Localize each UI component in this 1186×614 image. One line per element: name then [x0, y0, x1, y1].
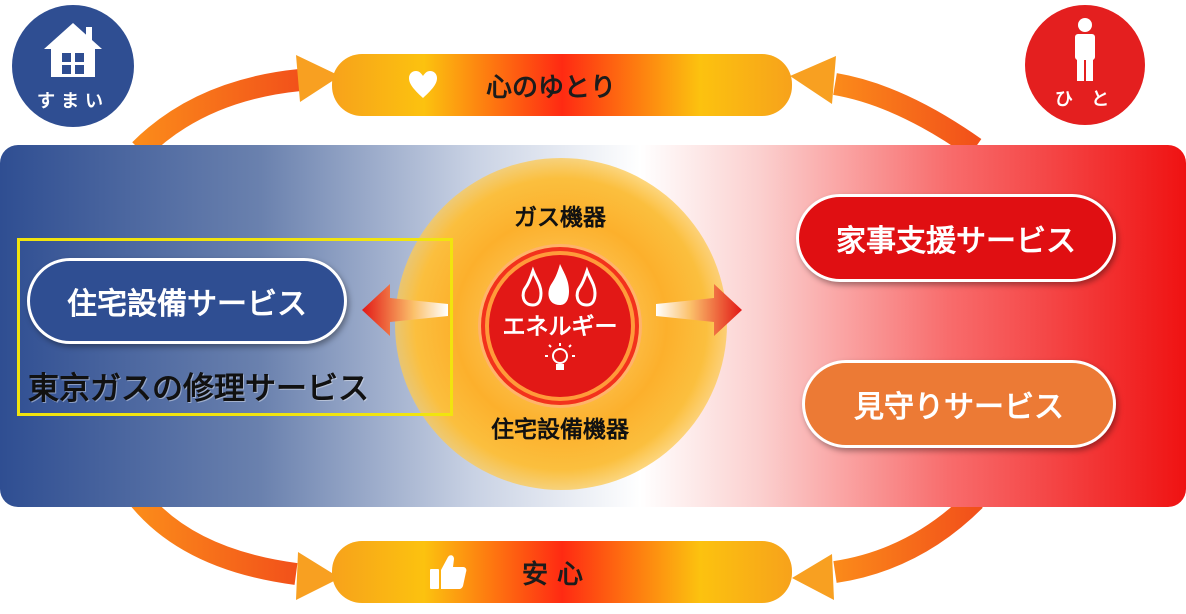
watch-service-pill: 見守りサービス	[802, 360, 1116, 448]
arrow-top-right	[833, 73, 982, 157]
arrow-bottom-right	[833, 492, 983, 583]
housework-service-pill: 家事支援サービス	[796, 194, 1116, 282]
home-badge: すまい	[12, 5, 134, 127]
bottom-cycle-pill: 安 心	[332, 541, 792, 603]
person-badge: ひ と	[1025, 5, 1145, 125]
top-cycle-label: 心のゆとり	[486, 73, 617, 103]
housing-service-pill: 住宅設備サービス	[27, 258, 347, 344]
house-icon	[44, 23, 102, 77]
lightbulb-icon	[545, 343, 575, 370]
arrowhead-bottom-left	[296, 552, 340, 600]
flame-icon	[521, 266, 543, 307]
person-label: ひ と	[1054, 89, 1116, 110]
person-icon	[1075, 18, 1095, 81]
arrowhead-top-right	[790, 56, 836, 104]
repair-highlight-box	[17, 238, 453, 416]
energy-core: エネルギー	[489, 255, 631, 397]
arrow-top-left	[132, 69, 302, 158]
left-center-arrow	[362, 284, 448, 336]
energy-label: エネルギー	[502, 314, 618, 340]
flame-icon	[548, 264, 569, 305]
housing-appliance-label: 住宅設備機器	[491, 417, 629, 443]
top-cycle-pill: 心のゆとり	[332, 54, 792, 116]
thumbs-up-icon	[430, 555, 467, 589]
heart-icon	[409, 71, 437, 98]
right-center-arrow	[656, 284, 742, 336]
bottom-cycle-label: 安 心	[522, 560, 584, 590]
arrow-bottom-left	[131, 492, 298, 585]
arrowhead-bottom-right	[792, 554, 834, 600]
gas-appliance-label: ガス機器	[514, 205, 606, 231]
flame-icons	[521, 264, 597, 307]
flame-icon	[575, 266, 597, 307]
home-label: すまい	[37, 91, 109, 112]
repair-service-label: 東京ガスの修理サービス	[28, 371, 369, 407]
arrowhead-top-left	[296, 55, 340, 102]
